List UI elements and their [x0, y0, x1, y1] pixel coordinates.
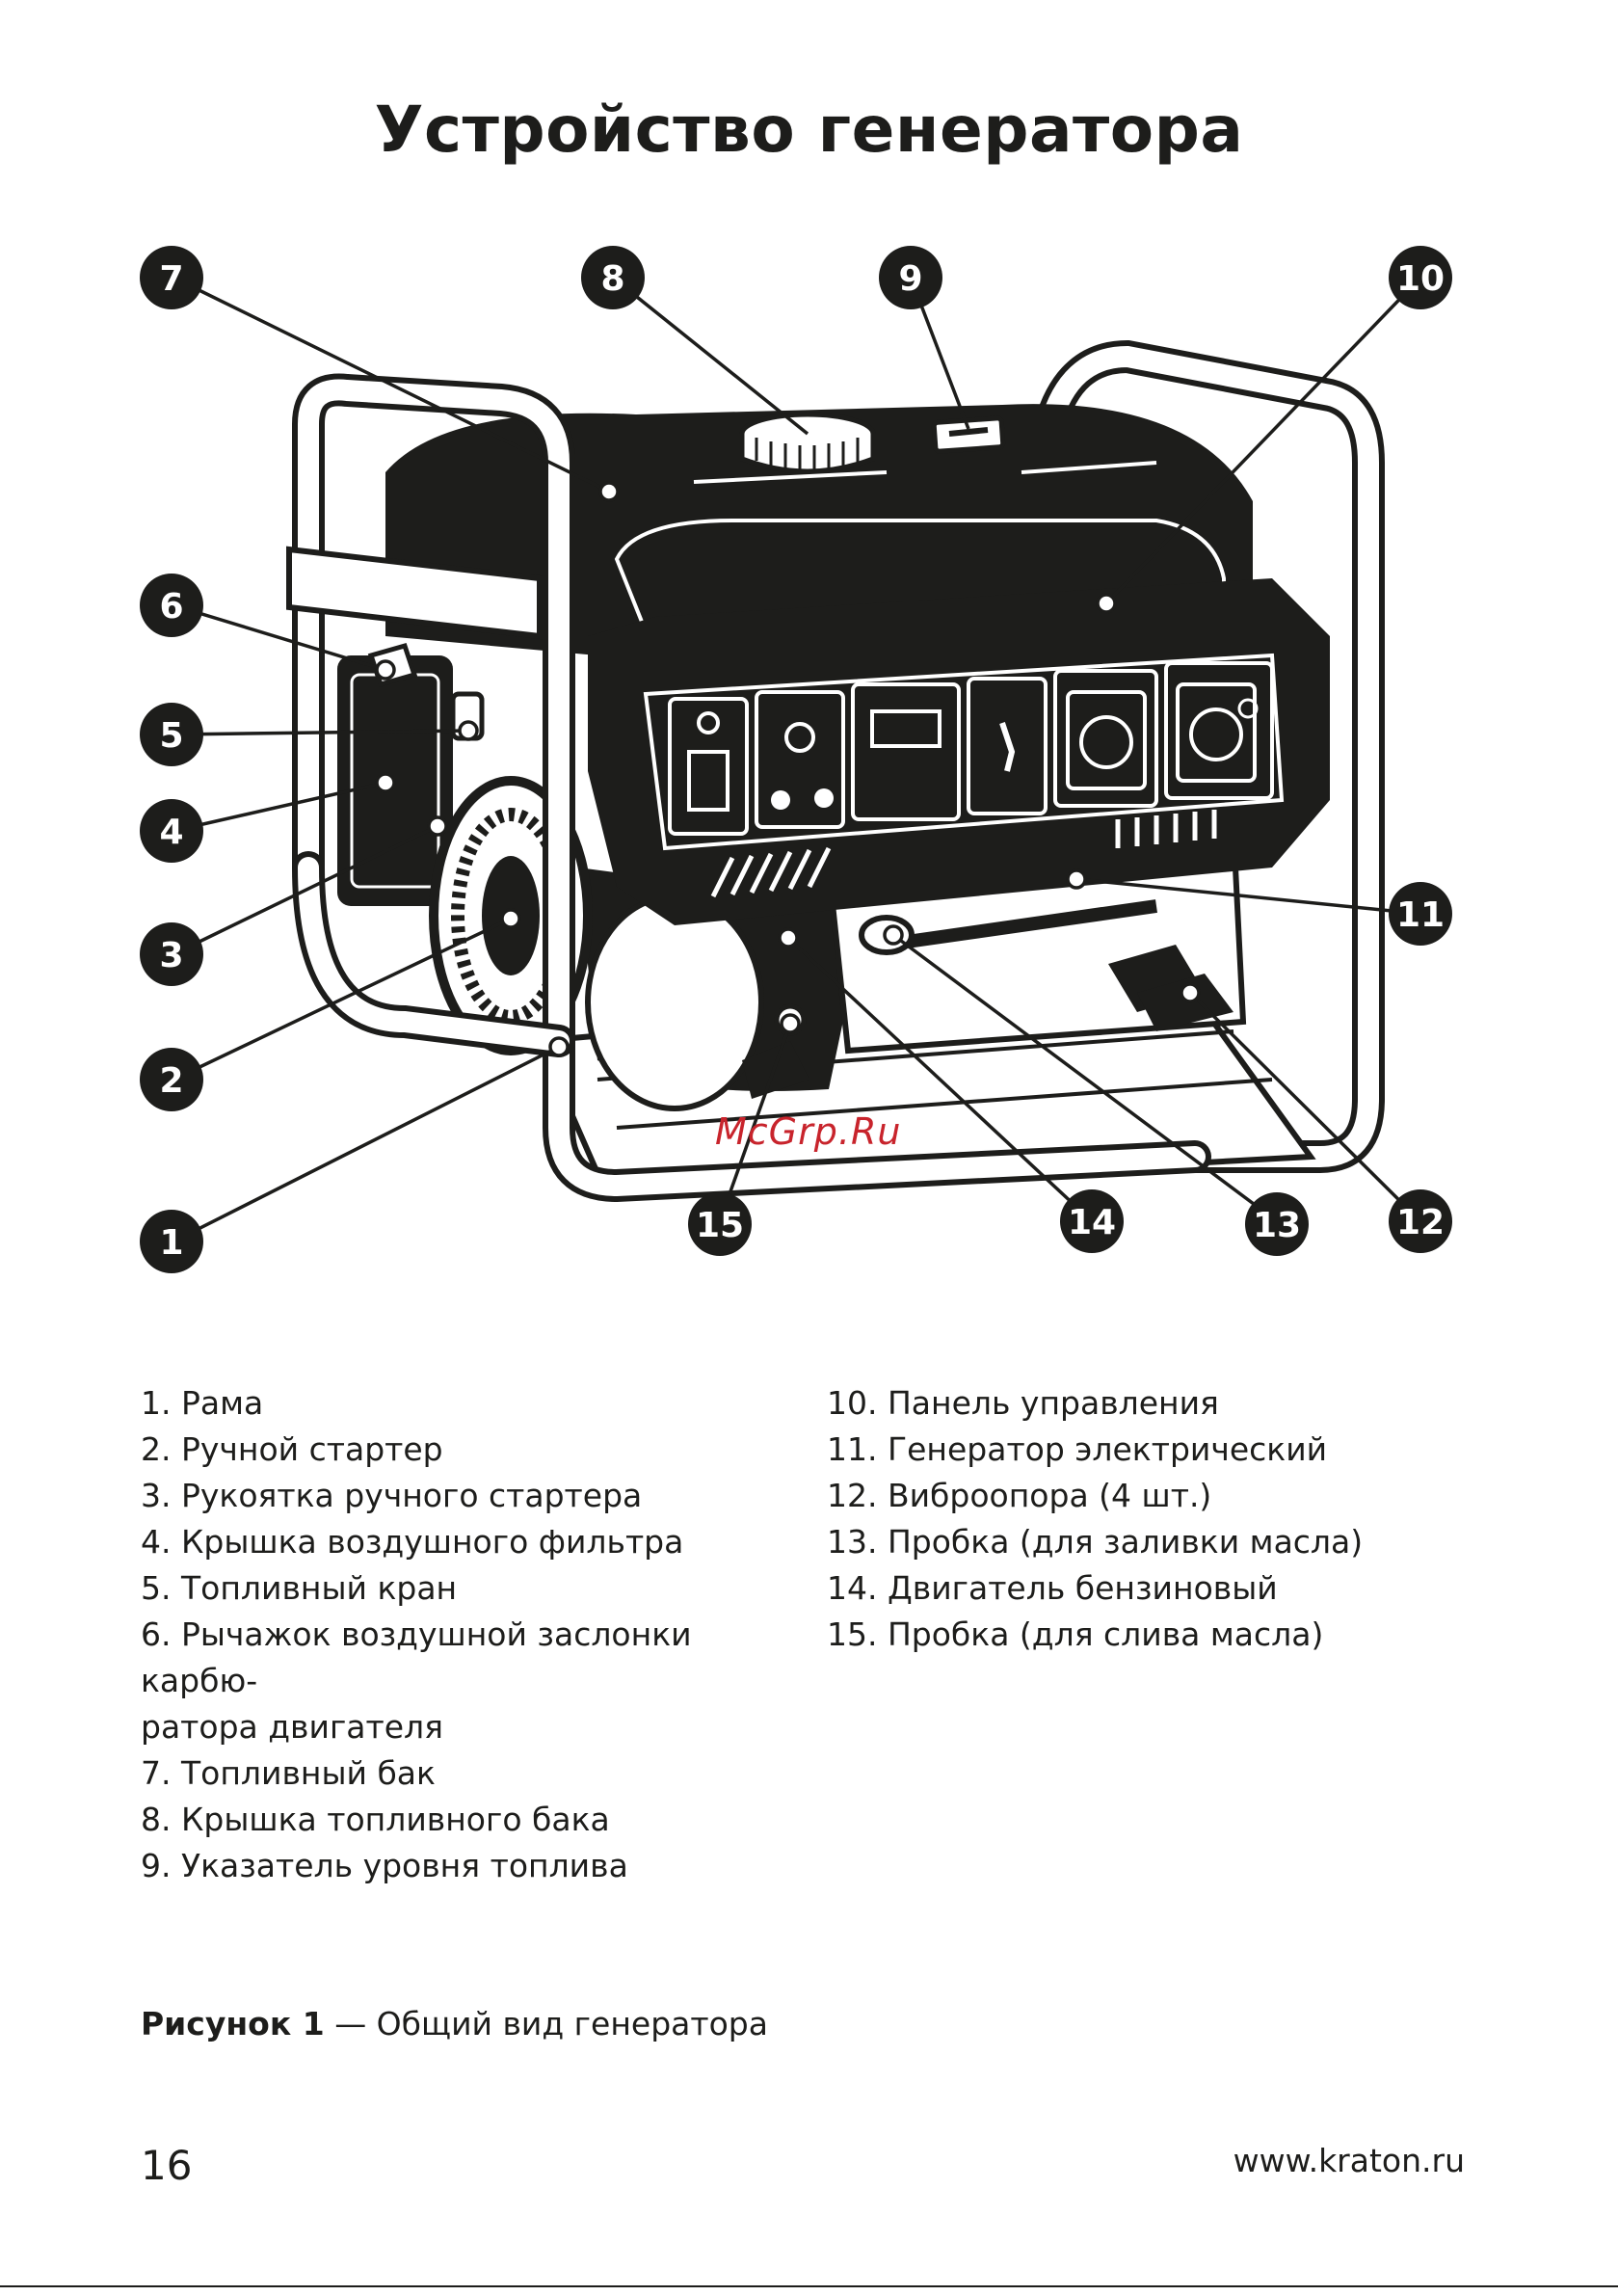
callout-5-label: 5 — [159, 716, 183, 756]
figure-caption: Рисунок 1 — Общий вид генератора — [141, 2005, 768, 2042]
callout-4: 4 — [140, 799, 203, 863]
panel-module-switch — [668, 697, 749, 836]
callout-5: 5 — [140, 703, 203, 766]
callout-8-label: 8 — [600, 259, 624, 299]
callout-12-label: 12 — [1396, 1203, 1445, 1242]
callout-12: 12 — [1389, 1189, 1452, 1253]
legend-item: 5. Топливный кран — [141, 1569, 458, 1607]
callout-9-label: 9 — [898, 259, 922, 299]
callout-6-label: 6 — [159, 587, 183, 627]
legend-item: 7. Топливный бак — [141, 1754, 436, 1792]
panel-module-toggle — [967, 677, 1048, 815]
callout-3-label: 3 — [159, 936, 183, 975]
legend-item: 13. Пробка (для заливки масла) — [827, 1523, 1364, 1561]
callout-2-label: 2 — [159, 1061, 183, 1101]
callout-11-label: 11 — [1396, 895, 1445, 935]
callout-15: 15 — [688, 1192, 752, 1256]
callout-10: 10 — [1389, 246, 1452, 309]
legend-item: 4. Крышка воздушного фильтра — [141, 1523, 684, 1561]
callout-13: 13 — [1245, 1192, 1309, 1256]
callout-9: 9 — [879, 246, 942, 309]
figure-caption-label: Рисунок 1 — [141, 2005, 325, 2042]
legend-item: 12. Виброопора (4 шт.) — [827, 1477, 1212, 1514]
page-number: 16 — [141, 2142, 193, 2189]
callout-14-label: 14 — [1068, 1203, 1116, 1242]
legend-item: 2. Ручной стартер — [141, 1430, 443, 1468]
vibration-mount — [1137, 974, 1233, 1031]
callout-13-label: 13 — [1253, 1206, 1301, 1245]
legend-item: 10. Панель управления — [827, 1384, 1219, 1422]
legend-item: 15. Пробка (для слива масла) — [827, 1615, 1324, 1653]
callout-1: 1 — [140, 1210, 203, 1273]
legend-item: 14. Двигатель бензиновый — [827, 1569, 1278, 1607]
callout-3: 3 — [140, 922, 203, 986]
bottom-rule — [0, 2285, 1618, 2287]
legend-item: 8. Крышка топливного бака — [141, 1801, 610, 1838]
fuel-tank — [385, 404, 1253, 655]
legend-left-column: 1. Рама 2. Ручной стартер 3. Рукоятка ру… — [141, 1380, 815, 1889]
website-link[interactable]: www.kraton.ru — [1233, 2142, 1465, 2179]
legend-item: ратора двигателя — [141, 1708, 443, 1746]
legend-item: 9. Указатель уровня топлива — [141, 1847, 628, 1884]
control-panel-face — [643, 653, 1285, 851]
legend-item: 6. Рычажок воздушной заслонки карбю- — [141, 1615, 692, 1699]
page-title: Устройство генератора — [374, 93, 1244, 167]
callout-15-label: 15 — [696, 1206, 744, 1245]
panel-module-meter — [851, 682, 961, 821]
callout-1-label: 1 — [159, 1223, 183, 1263]
legend-item: 1. Рама — [141, 1384, 264, 1422]
callout-2: 2 — [140, 1048, 203, 1111]
callout-6: 6 — [140, 574, 203, 637]
legend-item: 3. Рукоятка ручного стартера — [141, 1477, 643, 1514]
callout-11: 11 — [1389, 882, 1452, 946]
generator-diagram: 1 2 3 4 5 6 7 8 9 10 11 12 13 14 15 McGr… — [140, 246, 1452, 1273]
callout-7-label: 7 — [159, 259, 183, 299]
figure-caption-text: — Общий вид генератора — [324, 2005, 768, 2042]
watermark: McGrp.Ru — [715, 1110, 901, 1153]
callout-10-label: 10 — [1396, 259, 1445, 299]
panel-module-breaker — [755, 690, 845, 829]
legend-right-column: 10. Панель управления 11. Генератор элек… — [827, 1380, 1501, 1658]
vent-left — [710, 846, 832, 898]
panel-module-socket-1 — [1053, 669, 1158, 808]
vent-right — [1115, 810, 1217, 848]
callout-8: 8 — [581, 246, 645, 309]
callout-14: 14 — [1060, 1189, 1124, 1253]
legend-item: 11. Генератор электрический — [827, 1430, 1328, 1468]
callout-7: 7 — [140, 246, 203, 309]
callout-4-label: 4 — [159, 813, 183, 852]
panel-module-socket-2 — [1164, 661, 1274, 800]
